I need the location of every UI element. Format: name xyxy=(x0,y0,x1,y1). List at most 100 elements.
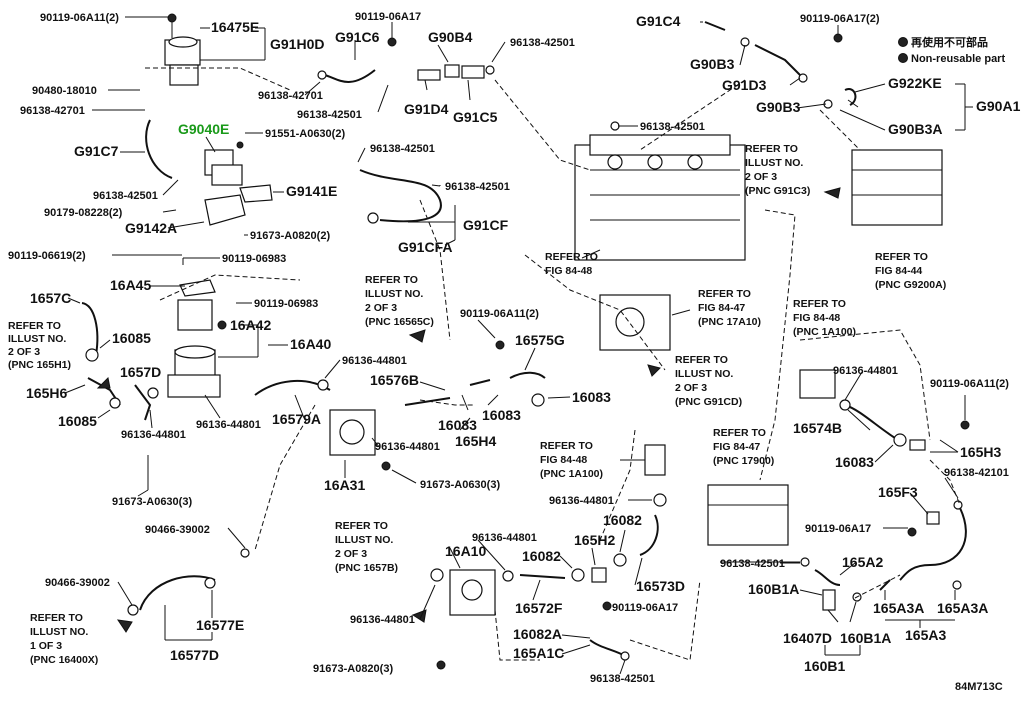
label-g9141e[interactable]: G9141E xyxy=(286,183,337,199)
label-96138-42501[interactable]: 96138-42501 xyxy=(640,121,705,133)
label-16575g[interactable]: 16575G xyxy=(515,332,565,348)
label-90119-06a17[interactable]: 90119-06A17 xyxy=(805,523,871,535)
label-96138-42101[interactable]: 96138-42101 xyxy=(944,467,1009,479)
label-90119-06983[interactable]: 90119-06983 xyxy=(222,253,286,265)
label-16083[interactable]: 16083 xyxy=(482,407,521,423)
label-96136-44801[interactable]: 96136-44801 xyxy=(549,495,614,507)
label-160b1a[interactable]: 160B1A xyxy=(748,581,799,597)
label-96136-44801[interactable]: 96136-44801 xyxy=(472,532,537,544)
label-g91c7[interactable]: G91C7 xyxy=(74,143,119,159)
label-90466-39002[interactable]: 90466-39002 xyxy=(45,577,110,589)
label-91673-a0630-3[interactable]: 91673-A0630(3) xyxy=(420,479,500,491)
label-91673-a0820-3[interactable]: 91673-A0820(3) xyxy=(313,663,393,675)
label-g91c6[interactable]: G91C6 xyxy=(335,29,380,45)
label-96138-42701[interactable]: 96138-42701 xyxy=(20,105,85,117)
label-16083[interactable]: 16083 xyxy=(572,389,611,405)
label-91551-a0630-2[interactable]: 91551-A0630(2) xyxy=(265,128,345,140)
label-16577d[interactable]: 16577D xyxy=(170,647,219,663)
label-91673-a0820-2[interactable]: 91673-A0820(2) xyxy=(250,230,330,242)
label-90480-18010[interactable]: 90480-18010 xyxy=(32,85,97,97)
label-90119-06a17[interactable]: 90119-06A17 xyxy=(355,11,421,23)
label-96138-42501[interactable]: 96138-42501 xyxy=(297,109,362,121)
label-g90b3[interactable]: G90B3 xyxy=(690,56,735,72)
label-16475e[interactable]: 16475E xyxy=(211,19,259,35)
label-16085[interactable]: 16085 xyxy=(58,413,97,429)
label-g90b3a[interactable]: G90B3A xyxy=(888,121,942,137)
label-165a3[interactable]: 165A3 xyxy=(905,627,946,643)
label-96136-44801[interactable]: 96136-44801 xyxy=(350,614,415,626)
label-165h2[interactable]: 165H2 xyxy=(574,532,615,548)
label-165f3[interactable]: 165F3 xyxy=(878,484,918,500)
label-96136-44801[interactable]: 96136-44801 xyxy=(121,429,186,441)
label-g91d4[interactable]: G91D4 xyxy=(404,101,449,117)
label-16082[interactable]: 16082 xyxy=(603,512,642,528)
label-16083[interactable]: 16083 xyxy=(438,417,477,433)
label-96138-42501[interactable]: 96138-42501 xyxy=(510,37,575,49)
label-165h3[interactable]: 165H3 xyxy=(960,444,1001,460)
label-16a31[interactable]: 16A31 xyxy=(324,477,365,493)
label-165h6[interactable]: 165H6 xyxy=(26,385,67,401)
label-g90b3[interactable]: G90B3 xyxy=(756,99,801,115)
label-1657d[interactable]: 1657D xyxy=(120,364,161,380)
label-160b1[interactable]: 160B1 xyxy=(804,658,845,674)
label-90119-06619-2[interactable]: 90119-06619(2) xyxy=(8,250,86,262)
label-165a3a[interactable]: 165A3A xyxy=(873,600,924,616)
label-g91c5[interactable]: G91C5 xyxy=(453,109,498,125)
label-g9142a[interactable]: G9142A xyxy=(125,220,177,236)
label-16579a[interactable]: 16579A xyxy=(272,411,321,427)
label-g91cfa[interactable]: G91CFA xyxy=(398,239,452,255)
label-16082[interactable]: 16082 xyxy=(522,548,561,564)
label-96136-44801[interactable]: 96136-44801 xyxy=(342,355,407,367)
label-g91d3[interactable]: G91D3 xyxy=(722,77,767,93)
label-96136-44801[interactable]: 96136-44801 xyxy=(375,441,440,453)
label-90119-06983[interactable]: 90119-06983 xyxy=(254,298,318,310)
label-96136-44801[interactable]: 96136-44801 xyxy=(833,365,898,377)
label-g91c4[interactable]: G91C4 xyxy=(636,13,681,29)
label-g922ke[interactable]: G922KE xyxy=(888,75,942,91)
label-16083[interactable]: 16083 xyxy=(835,454,874,470)
label-90119-06a17-2[interactable]: 90119-06A17(2) xyxy=(800,13,880,25)
clamp xyxy=(240,548,250,558)
label-16574b[interactable]: 16574B xyxy=(793,420,842,436)
label-90119-06a11-2[interactable]: 90119-06A11(2) xyxy=(460,308,539,320)
clamp xyxy=(502,570,514,582)
label-96138-42501[interactable]: 96138-42501 xyxy=(370,143,435,155)
label-90119-06a17[interactable]: 90119-06A17 xyxy=(612,602,678,614)
clamp xyxy=(653,493,667,507)
label-90119-06a11-2[interactable]: 90119-06A11(2) xyxy=(40,12,119,24)
label-91673-a0630-3[interactable]: 91673-A0630(3) xyxy=(112,496,192,508)
label-90179-08228-2[interactable]: 90179-08228(2) xyxy=(44,207,123,219)
label-g9040e[interactable]: G9040E xyxy=(178,121,229,137)
label-96138-42501[interactable]: 96138-42501 xyxy=(93,190,158,202)
label-165a2[interactable]: 165A2 xyxy=(842,554,883,570)
label-16a42[interactable]: 16A42 xyxy=(230,317,271,333)
routing-line xyxy=(599,429,636,541)
label-160b1a[interactable]: 160B1A xyxy=(840,630,891,646)
label-16577e[interactable]: 16577E xyxy=(196,617,244,633)
label-16573d[interactable]: 16573D xyxy=(636,578,685,594)
label-16a40[interactable]: 16A40 xyxy=(290,336,331,352)
label-96138-42501[interactable]: 96138-42501 xyxy=(590,673,655,685)
label-g91cf[interactable]: G91CF xyxy=(463,217,509,233)
label-90119-06a11-2[interactable]: 90119-06A11(2) xyxy=(930,378,1009,390)
label-g90b4[interactable]: G90B4 xyxy=(428,29,473,45)
label-90466-39002[interactable]: 90466-39002 xyxy=(145,524,210,536)
label-96136-44801[interactable]: 96136-44801 xyxy=(196,419,261,431)
label-165a1c[interactable]: 165A1C xyxy=(513,645,564,661)
label-16576b[interactable]: 16576B xyxy=(370,372,419,388)
label-g91h0d[interactable]: G91H0D xyxy=(270,36,324,52)
label-165h4[interactable]: 165H4 xyxy=(455,433,496,449)
label-16407d[interactable]: 16407D xyxy=(783,630,832,646)
label-96138-42501[interactable]: 96138-42501 xyxy=(720,558,785,570)
label-16a10[interactable]: 16A10 xyxy=(445,543,486,559)
routing-line xyxy=(494,609,540,661)
label-g90a1[interactable]: G90A1 xyxy=(976,98,1021,114)
label-96138-42501[interactable]: 96138-42501 xyxy=(445,181,510,193)
label-16572f[interactable]: 16572F xyxy=(515,600,563,616)
label-1657c[interactable]: 1657C xyxy=(30,290,71,306)
label-16085[interactable]: 16085 xyxy=(112,330,151,346)
label-96138-42701[interactable]: 96138-42701 xyxy=(258,90,323,102)
label-16a45[interactable]: 16A45 xyxy=(110,277,151,293)
label-165a3a[interactable]: 165A3A xyxy=(937,600,988,616)
label-16082a[interactable]: 16082A xyxy=(513,626,562,642)
